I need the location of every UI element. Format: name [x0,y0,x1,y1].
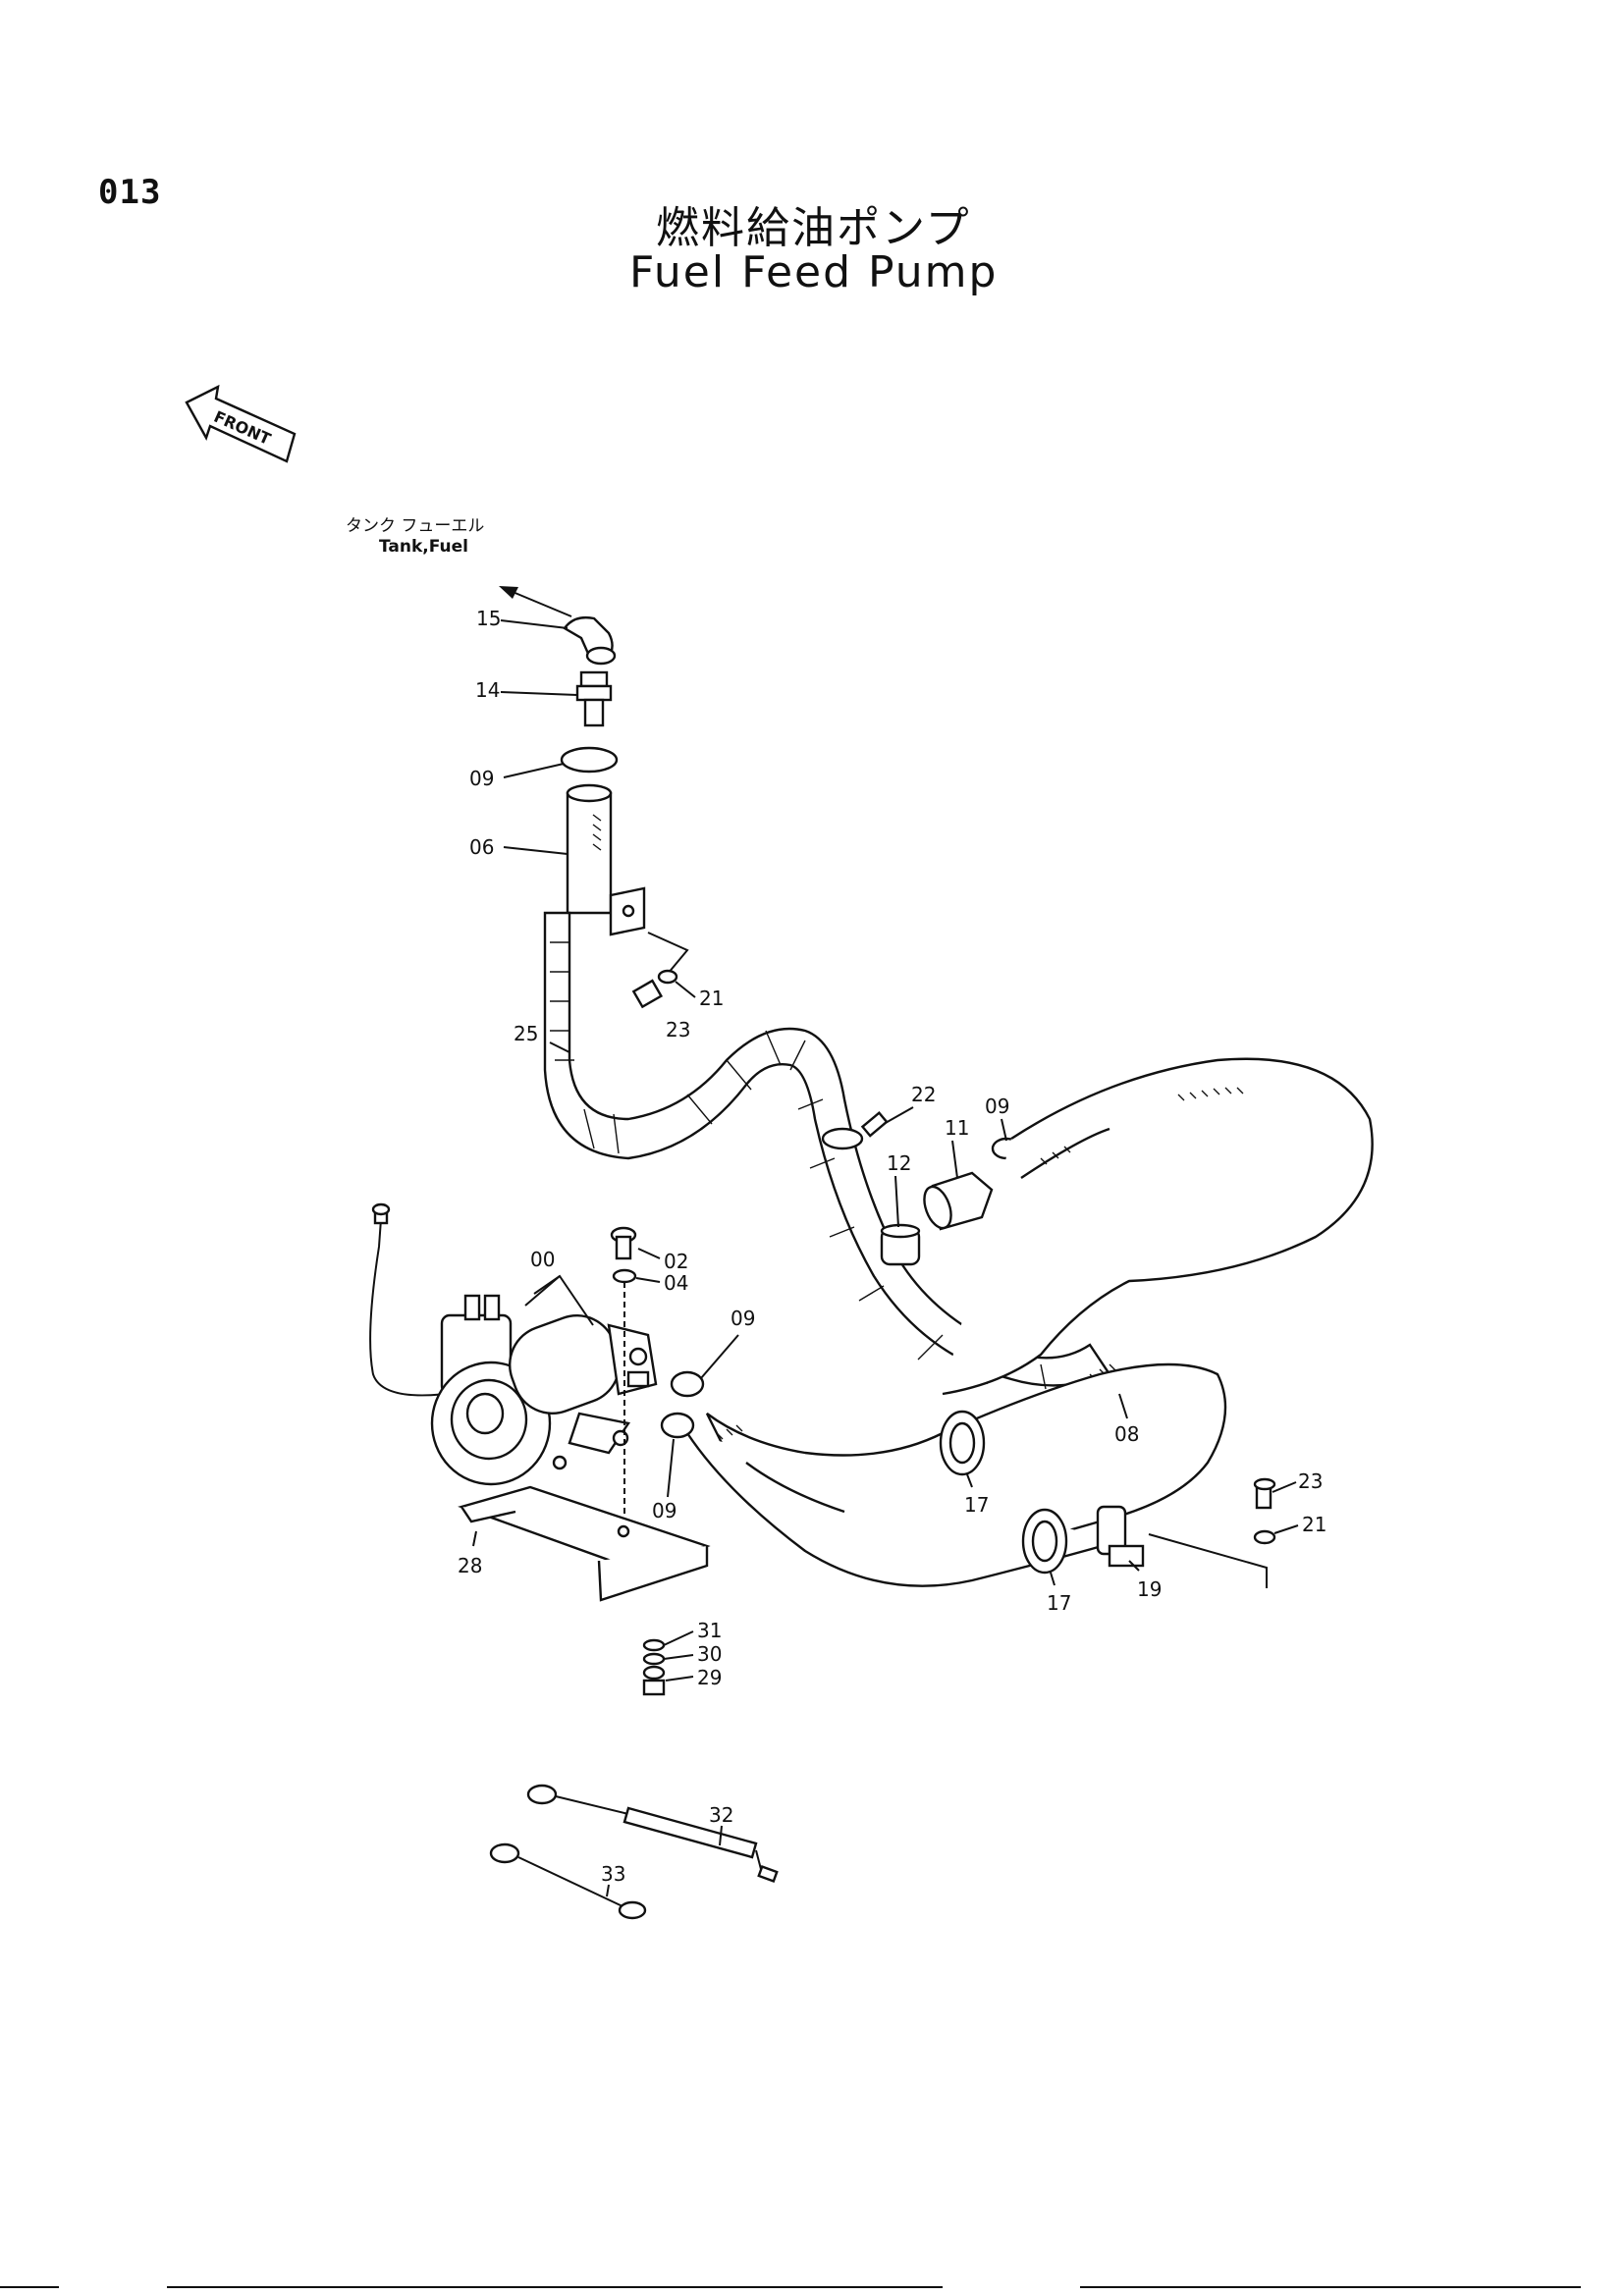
leader-32 [719,1825,723,1846]
tank-direction-arrow [499,586,572,617]
callout-09-pump-top: 09 [731,1307,755,1330]
callout-23-right: 23 [1298,1469,1323,1493]
fuel-feed-pump-assembly [430,1294,658,1486]
leader-31 [663,1630,694,1646]
leader-09-pump-top [700,1334,739,1379]
callout-31: 31 [697,1619,722,1642]
callout-08: 08 [1114,1422,1139,1446]
callout-14: 14 [475,678,500,702]
callout-32: 32 [709,1803,733,1827]
bolt-and-washer-right [1253,1477,1276,1545]
leader-29 [665,1676,694,1682]
nut-washer-stack [642,1638,666,1696]
fuel-hose-vertical [566,783,613,915]
callout-02: 02 [664,1250,688,1273]
hose-clip [821,1110,889,1150]
pump-wire-harness [369,1202,462,1397]
grommet-lower [1021,1508,1068,1575]
leader-bracket-right [1148,1533,1268,1588]
leader-21-right [1273,1524,1299,1534]
callout-06: 06 [469,835,494,859]
callout-11: 11 [945,1116,969,1140]
leader-14 [500,691,578,696]
leader-08 [1118,1393,1128,1419]
leader-21-top [675,981,696,998]
grommet-upper [939,1410,986,1476]
leader-33 [606,1884,610,1897]
callout-17-upper: 17 [964,1493,989,1517]
callout-28: 28 [458,1554,482,1577]
hose-bracket [609,886,646,936]
leader-25 [549,1041,570,1053]
leader-00-b [524,1275,561,1307]
leader-bracket [647,932,689,975]
tank-label-japanese: タンク フューエル [346,516,484,536]
callout-00: 00 [530,1248,555,1271]
callout-09-coupling: 09 [985,1095,1009,1118]
callout-21-right: 21 [1302,1513,1326,1536]
callout-22: 22 [911,1083,936,1106]
hose-clamp [560,746,619,774]
leader-17-upper [966,1473,973,1488]
callout-19: 19 [1137,1577,1162,1601]
leader-06 [503,846,568,855]
callout-04: 04 [664,1271,688,1295]
callout-21-top: 21 [699,987,724,1010]
tank-label-english: Tank,Fuel [379,537,468,557]
callout-23-top: 23 [666,1018,690,1041]
callout-30: 30 [697,1642,722,1666]
leader-09-pump-bottom [667,1438,675,1498]
bolt-and-washer [631,969,678,1009]
leader-04 [635,1277,661,1283]
page-title-japanese: 燃料給油ポンプ [656,203,971,253]
leader-09-top [503,763,565,778]
pump-mount-bolt [610,1226,637,1284]
leader-17-lower [1050,1572,1056,1586]
leader-11 [951,1140,958,1179]
callout-15: 15 [476,607,501,630]
leader-02 [637,1248,661,1259]
lower-hose-run [686,1362,1227,1587]
cable-assembly [526,1784,779,1883]
leader-23-right [1272,1481,1297,1493]
leader-15 [500,619,568,629]
hose-clamp-bracket [1096,1505,1145,1568]
pump-mounting-bracket [458,1455,711,1602]
callout-12: 12 [887,1151,911,1175]
callout-09-pump-bottom: 09 [652,1499,677,1522]
ground-cable [489,1842,647,1920]
leader-30 [663,1654,694,1660]
callout-09-top: 09 [469,767,494,790]
elbow-fitting [563,615,617,666]
page-title-english: Fuel Feed Pump [629,247,999,297]
leader-12 [894,1175,899,1228]
front-arrow-icon: FRONT [185,384,297,463]
leader-22 [883,1106,914,1125]
leader-09-coupling [1001,1118,1007,1142]
callout-17-lower: 17 [1047,1591,1071,1615]
hose-nipple [575,670,613,727]
page-number: 013 [98,173,162,212]
coiled-fuel-hose [942,1057,1374,1489]
callout-29: 29 [697,1666,722,1689]
leader-28 [472,1530,477,1547]
pump-hose-clamps [660,1370,705,1439]
callout-33: 33 [601,1862,625,1886]
callout-25: 25 [514,1022,538,1045]
hose-cap [880,1223,921,1266]
quick-coupling [923,1171,994,1231]
leader-19 [1128,1560,1140,1572]
